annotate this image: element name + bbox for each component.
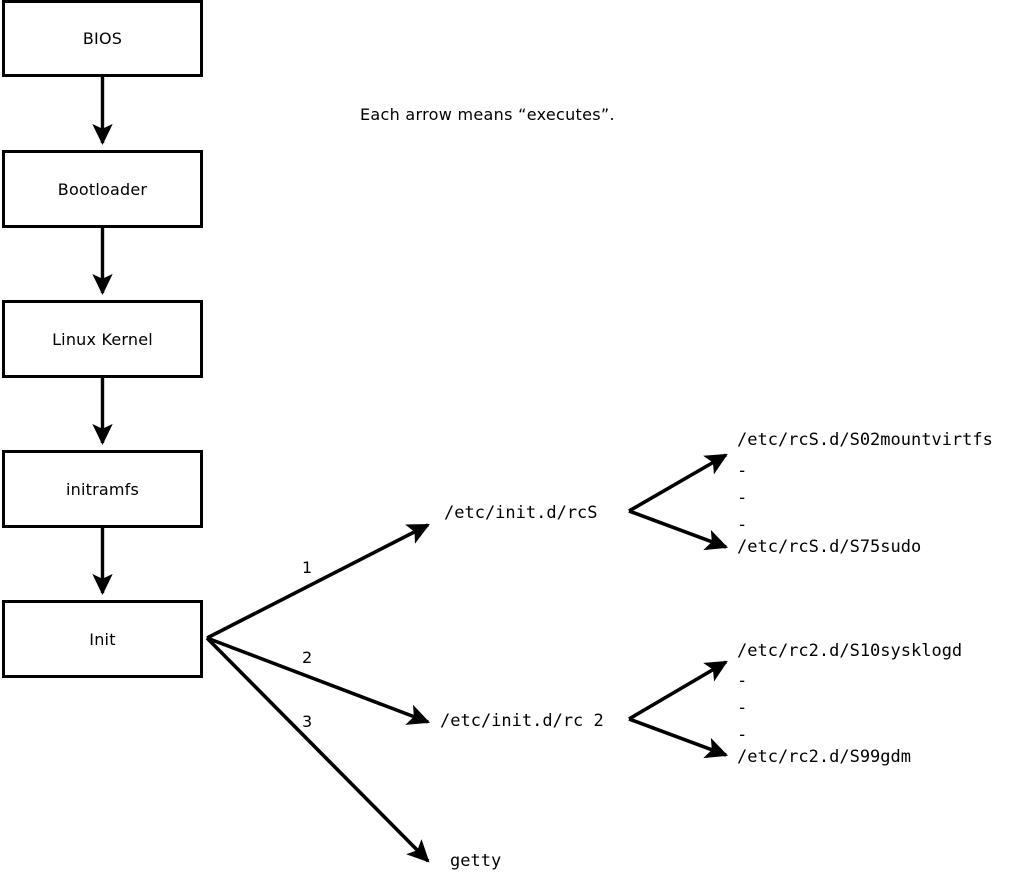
node-linux-kernel[interactable]: Linux Kernel xyxy=(2,300,203,378)
init-arrow-1 xyxy=(206,523,430,640)
node-bootloader[interactable]: Bootloader xyxy=(2,150,203,228)
rc2-ellipsis-dash-1: - xyxy=(737,671,748,691)
stage-rcs-label[interactable]: /etc/init.d/rcS xyxy=(444,503,598,523)
node-linux-kernel-label: Linux Kernel xyxy=(52,329,153,349)
rcs-ellipsis-dash-1: - xyxy=(737,461,748,481)
init-arrow-3 xyxy=(205,636,430,863)
node-initramfs-label: initramfs xyxy=(65,479,140,499)
rc2-arrow-first xyxy=(628,660,728,721)
node-bios[interactable]: BIOS xyxy=(2,0,203,77)
edge-label-3: 3 xyxy=(302,712,313,731)
node-bios-label: BIOS xyxy=(82,29,123,48)
rcs-script-first[interactable]: /etc/rcS.d/S02mountvirtfs xyxy=(737,430,993,450)
rcs-ellipsis-dash-3: - xyxy=(737,515,748,535)
rcs-arrow-first xyxy=(628,453,728,513)
rc2-script-first[interactable]: /etc/rc2.d/S10sysklogd xyxy=(737,641,963,661)
stage-rc2-label[interactable]: /etc/init.d/rc 2 xyxy=(440,711,604,731)
node-init[interactable]: Init xyxy=(2,600,203,678)
node-bootloader-label: Bootloader xyxy=(57,179,148,199)
legend-caption: Each arrow means “executes”. xyxy=(360,105,615,124)
edge-label-1: 1 xyxy=(302,558,313,577)
rcs-arrow-last xyxy=(628,509,729,551)
node-initramfs[interactable]: initramfs xyxy=(2,450,203,528)
init-arrow-2 xyxy=(206,636,431,725)
rc2-script-last[interactable]: /etc/rc2.d/S99gdm xyxy=(737,747,911,767)
rcs-script-last[interactable]: /etc/rcS.d/S75sudo xyxy=(737,537,922,557)
rcs-ellipsis-dash-2: - xyxy=(737,488,748,508)
node-init-label: Init xyxy=(89,629,116,649)
rc2-ellipsis-dash-3: - xyxy=(737,725,748,745)
rc2-arrow-last xyxy=(628,717,729,759)
rc2-ellipsis-dash-2: - xyxy=(737,698,748,718)
stage-getty-label[interactable]: getty xyxy=(450,851,502,871)
edge-label-2: 2 xyxy=(302,648,313,667)
